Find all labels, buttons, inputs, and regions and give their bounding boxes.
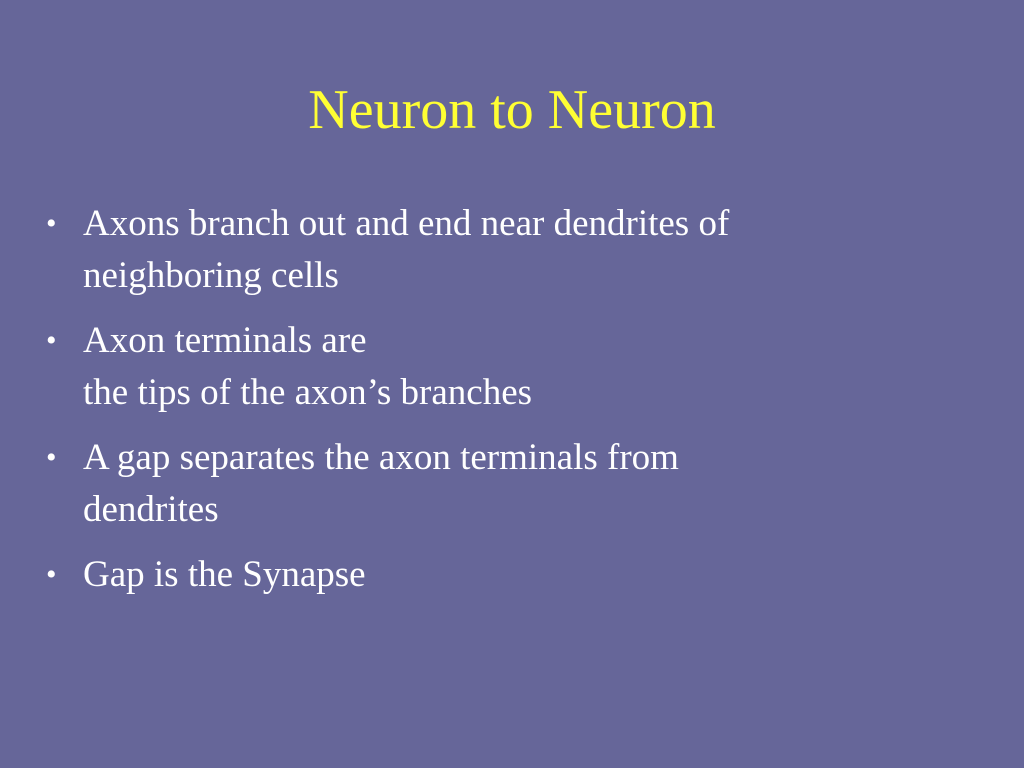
bullet-text: Axons branch out and end near dendrites … bbox=[83, 203, 730, 296]
bullet-icon: • bbox=[46, 441, 57, 474]
bullet-list: • Axons branch out and end near dendrite… bbox=[40, 198, 1000, 614]
bullet-item: • A gap separates the axon terminals fro… bbox=[40, 432, 1000, 536]
bullet-text: A gap separates the axon terminals from … bbox=[83, 437, 679, 530]
bullet-item: • Axons branch out and end near dendrite… bbox=[40, 198, 1000, 302]
bullet-item: • Axon terminals are the tips of the axo… bbox=[40, 315, 1000, 419]
bullet-icon: • bbox=[46, 207, 57, 240]
bullet-text: Gap is the Synapse bbox=[83, 554, 366, 595]
slide-title: Neuron to Neuron bbox=[308, 79, 716, 141]
bullet-text: Axon terminals are the tips of the axon’… bbox=[83, 320, 533, 413]
bullet-icon: • bbox=[46, 324, 57, 357]
bullet-item: • Gap is the Synapse bbox=[40, 549, 1000, 601]
bullet-icon: • bbox=[46, 558, 57, 591]
